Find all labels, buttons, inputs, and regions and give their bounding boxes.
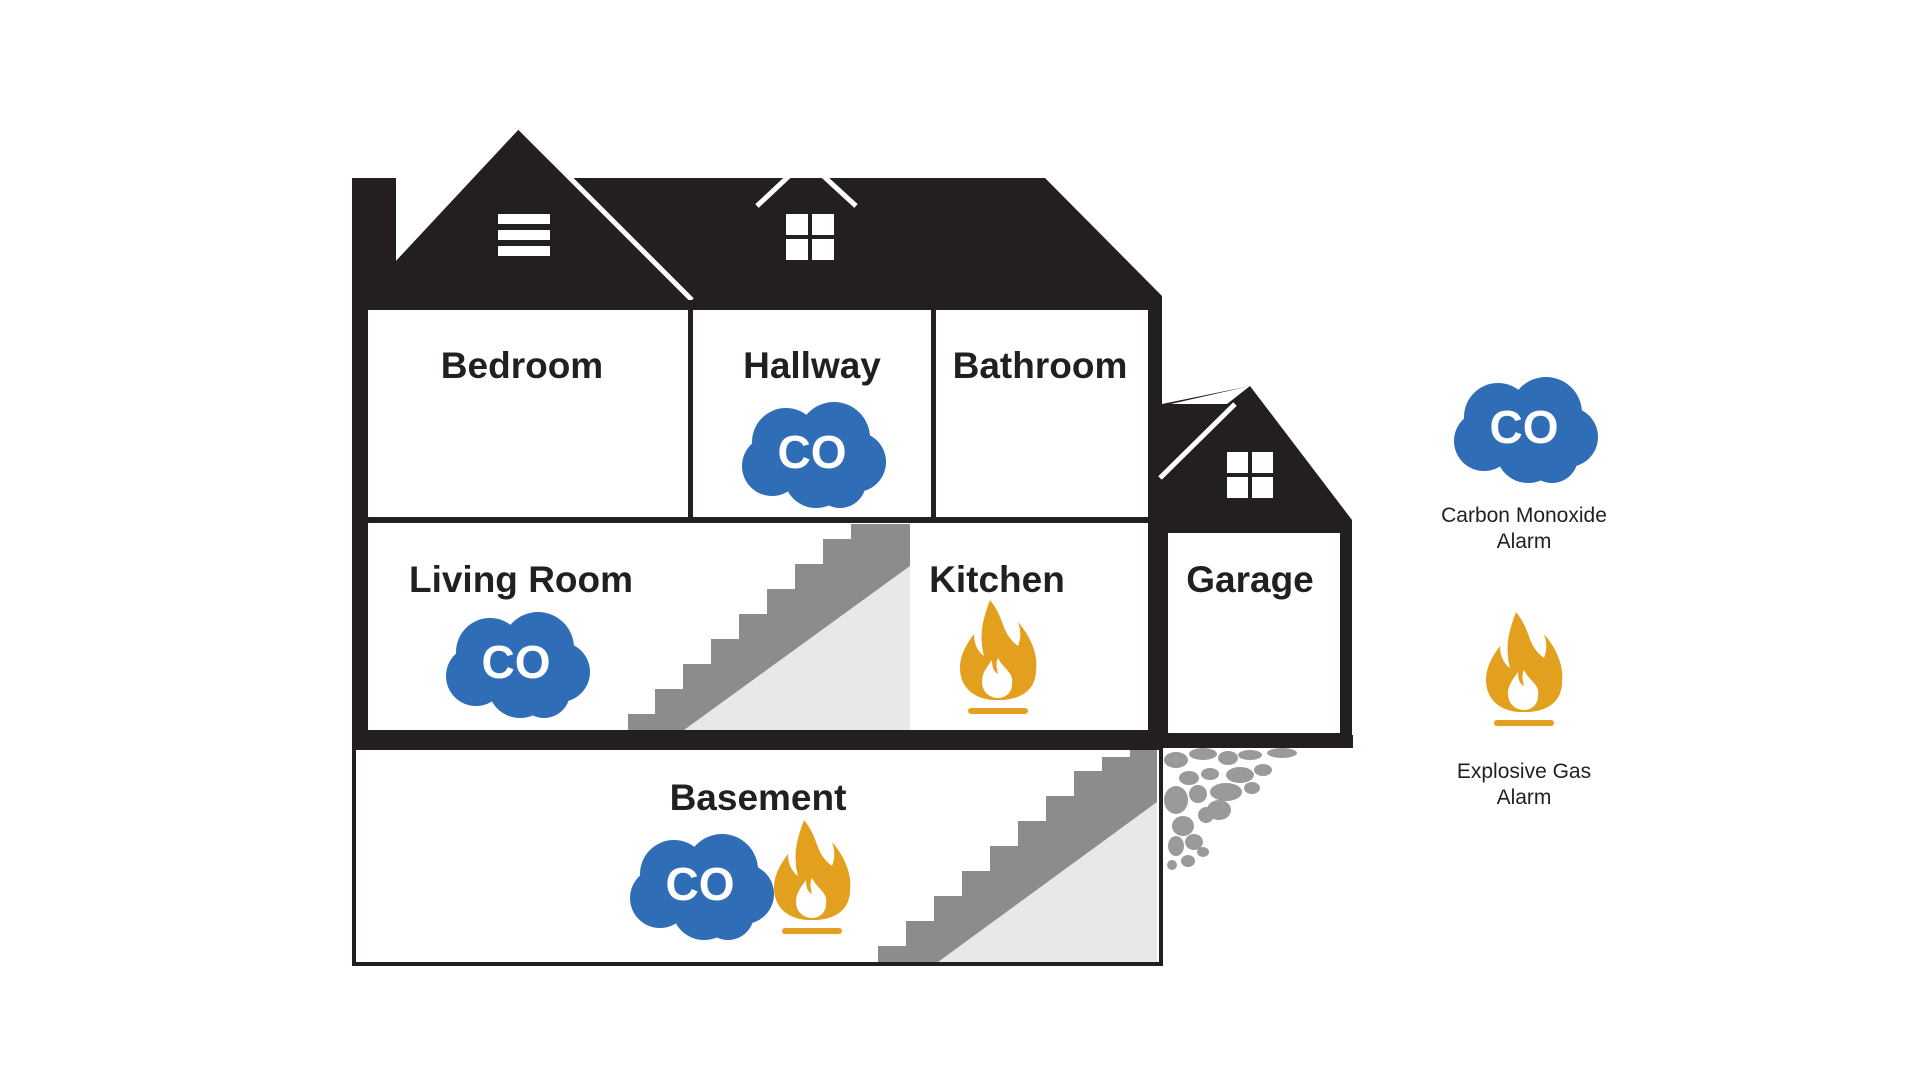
roof-main [570, 178, 1162, 308]
svg-text:CO: CO [1490, 401, 1559, 453]
room-bathroom [936, 310, 1148, 517]
room-label-bedroom: Bedroom [441, 345, 603, 386]
room-label-basement: Basement [670, 777, 847, 818]
gravel [1164, 748, 1297, 870]
floor-slab [352, 735, 1353, 748]
co-cloud-icon: CO [1454, 377, 1598, 483]
explosive-gas-flame-icon [1486, 612, 1563, 726]
legend-gas-line1: Explosive Gas [1457, 760, 1591, 783]
legend-co-line1: Carbon Monoxide [1441, 504, 1607, 527]
room-label-hallway: Hallway [743, 345, 881, 386]
legend-gas-line2: Alarm [1497, 786, 1552, 809]
window-icon [786, 214, 834, 260]
room-bedroom [368, 310, 688, 517]
legend-gas: Explosive Gas Alarm [1457, 760, 1591, 809]
room-label-bathroom: Bathroom [953, 345, 1128, 386]
room-label-kitchen: Kitchen [929, 559, 1065, 600]
stairs [878, 750, 1157, 962]
svg-text:CO: CO [666, 858, 735, 910]
room-garage [1168, 533, 1340, 733]
roof-line [518, 126, 694, 302]
room-label-garage: Garage [1186, 559, 1314, 600]
legend-co-line2: Alarm [1497, 530, 1552, 553]
co-cloud-icon: CO [446, 612, 590, 718]
co-cloud-icon: CO [630, 834, 774, 940]
svg-text:CO: CO [778, 426, 847, 478]
room-label-living-room: Living Room [409, 559, 633, 600]
garage-roof [1162, 386, 1250, 406]
dormer-roof-line [755, 156, 858, 208]
legend-co: Carbon Monoxide Alarm [1441, 504, 1607, 553]
svg-text:CO: CO [482, 636, 551, 688]
stairs [628, 524, 910, 730]
garage-roof-line [1158, 402, 1237, 480]
window-icon [1227, 452, 1273, 498]
house-structure [352, 126, 1353, 966]
co-cloud-icon: CO [742, 402, 886, 508]
vent-icon [498, 214, 550, 256]
